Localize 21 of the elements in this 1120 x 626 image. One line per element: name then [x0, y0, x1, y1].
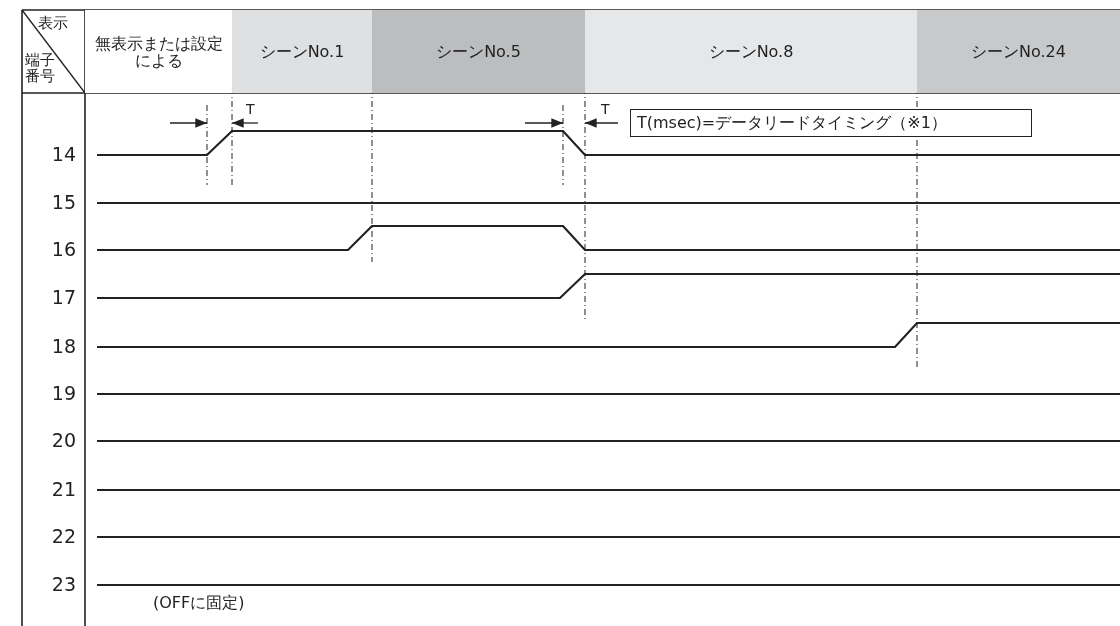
note-callout: T(msec)=データリードタイミング（※1） [630, 109, 1032, 137]
note-text: (OFFに固定) [153, 593, 245, 614]
row-number: 22 [50, 525, 76, 547]
dimension-label: T [601, 101, 610, 117]
row-number: 18 [50, 335, 76, 357]
row-number: 21 [50, 478, 76, 500]
dimension-label: T [246, 101, 255, 117]
row-number: 23 [50, 573, 76, 595]
row-number: 16 [50, 238, 76, 260]
column-header: 無表示または設定による [85, 10, 232, 93]
column-header: シーンNo.5 [372, 10, 585, 93]
row-number: 17 [50, 286, 76, 308]
row-number: 20 [50, 429, 76, 451]
row-number: 14 [50, 143, 76, 165]
column-header: シーンNo.1 [232, 10, 372, 93]
column-header: シーンNo.24 [917, 10, 1120, 93]
row-number: 19 [50, 382, 76, 404]
header-caption: 端子番号 [25, 52, 56, 84]
header-caption: 表示 [38, 14, 68, 33]
row-number: 15 [50, 191, 76, 213]
column-header: シーンNo.8 [585, 10, 917, 93]
